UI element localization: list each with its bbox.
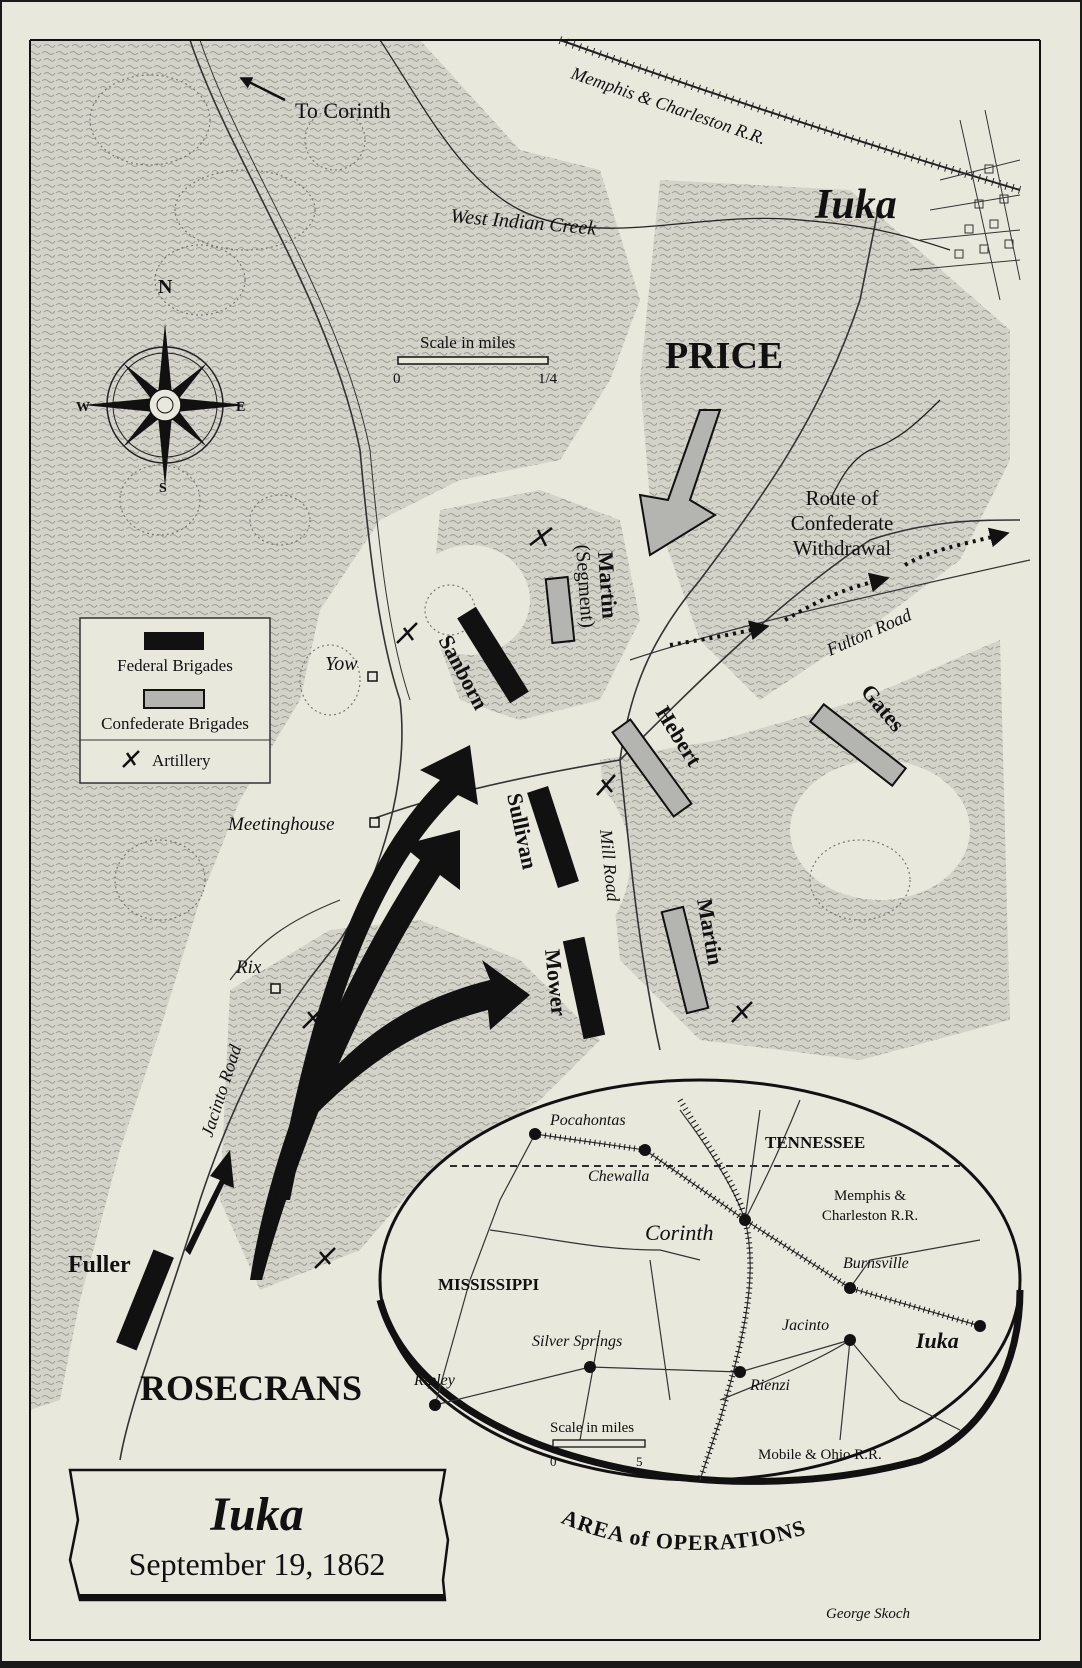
- commander-rosecrans: ROSECRANS: [140, 1368, 362, 1408]
- inset-silver-springs: Silver Springs: [532, 1333, 622, 1350]
- legend-confederate: Confederate Brigades: [101, 714, 249, 733]
- inset-pocahontas: Pocahontas: [549, 1112, 626, 1129]
- legend-artillery: Artillery: [152, 751, 211, 770]
- compass-w: W: [76, 400, 90, 415]
- iuka-town-grid: [909, 109, 1021, 301]
- map-date: September 19, 1862: [129, 1546, 386, 1582]
- scale-zero: 0: [393, 371, 401, 387]
- withdrawal-line-3: Withdrawal: [793, 536, 891, 560]
- compass-n: N: [158, 276, 173, 298]
- scale-bar: [397, 356, 549, 365]
- map-title: Iuka: [209, 1488, 303, 1541]
- inset-scale-label: Scale in miles: [550, 1420, 634, 1436]
- federal-advance-arrows: [185, 745, 530, 1280]
- brigade-gates: [808, 702, 908, 788]
- scale-max: 1/4: [538, 371, 558, 387]
- compass-e: E: [236, 400, 245, 415]
- withdrawal-line-2: Confederate: [791, 511, 894, 535]
- inset-scale-max: 5: [636, 1454, 643, 1469]
- inset-area-of-operations: [376, 1078, 1024, 1485]
- withdrawal-line-1: Route of: [806, 486, 879, 510]
- compass-s: S: [159, 481, 167, 496]
- town-label-iuka: Iuka: [814, 182, 897, 228]
- brigade-sullivan: [527, 786, 579, 888]
- inset-mississippi: MISSISSIPPI: [438, 1275, 539, 1294]
- inset-scale-zero: 0: [550, 1454, 557, 1469]
- title-cartouche: [68, 1468, 450, 1602]
- inset-corinth: Corinth: [645, 1220, 713, 1245]
- houses: [270, 671, 380, 994]
- inset-iuka: Iuka: [915, 1328, 959, 1353]
- to-corinth-label: To Corinth: [295, 98, 391, 123]
- decorative-border: [29, 39, 1041, 1641]
- artillery-markers: [302, 527, 753, 1269]
- commander-fuller: Fuller: [68, 1252, 131, 1278]
- legend-federal: Federal Brigades: [117, 656, 233, 675]
- compass-rose: [83, 323, 247, 487]
- inset-ripley: Ripley: [413, 1372, 456, 1389]
- roads: [119, 39, 1031, 1461]
- inset-rr-memphis-1: Memphis &: [834, 1188, 906, 1204]
- inset-burnsville: Burnsville: [843, 1255, 909, 1272]
- place-meetinghouse: Meetinghouse: [227, 814, 335, 835]
- federal-brigades: [116, 606, 606, 1351]
- inset-chewalla: Chewalla: [588, 1168, 649, 1185]
- withdrawal-route: [669, 527, 1010, 647]
- inset-tennessee: TENNESSEE: [765, 1133, 865, 1152]
- brigade-martin: [660, 905, 710, 1015]
- inset-rr-mobile: Mobile & Ohio R.R.: [758, 1447, 882, 1463]
- commander-price: PRICE: [665, 335, 783, 377]
- inset-rr-memphis-2: Charleston R.R.: [822, 1208, 918, 1224]
- brigade-hebert: [611, 718, 693, 818]
- scale-label: Scale in miles: [420, 333, 515, 352]
- map-credit: George Skoch: [826, 1606, 910, 1622]
- legend: [79, 617, 271, 784]
- brigade-sanborn: [457, 606, 529, 704]
- place-yow: Yow: [325, 653, 358, 675]
- confederate-advance-arrow: [638, 409, 722, 557]
- brigade-fuller: [116, 1249, 174, 1351]
- place-rix: Rix: [235, 957, 262, 978]
- confederate-brigades: [544, 575, 908, 1015]
- brigade-mower: [562, 936, 606, 1040]
- inset-rienzi: Rienzi: [749, 1377, 790, 1394]
- inset-jacinto: Jacinto: [782, 1317, 829, 1334]
- creek: [379, 39, 951, 501]
- brigade-martin-segment: [544, 575, 576, 645]
- label-martin-segment-1: Martin: [593, 551, 623, 620]
- railroad: [558, 36, 1022, 194]
